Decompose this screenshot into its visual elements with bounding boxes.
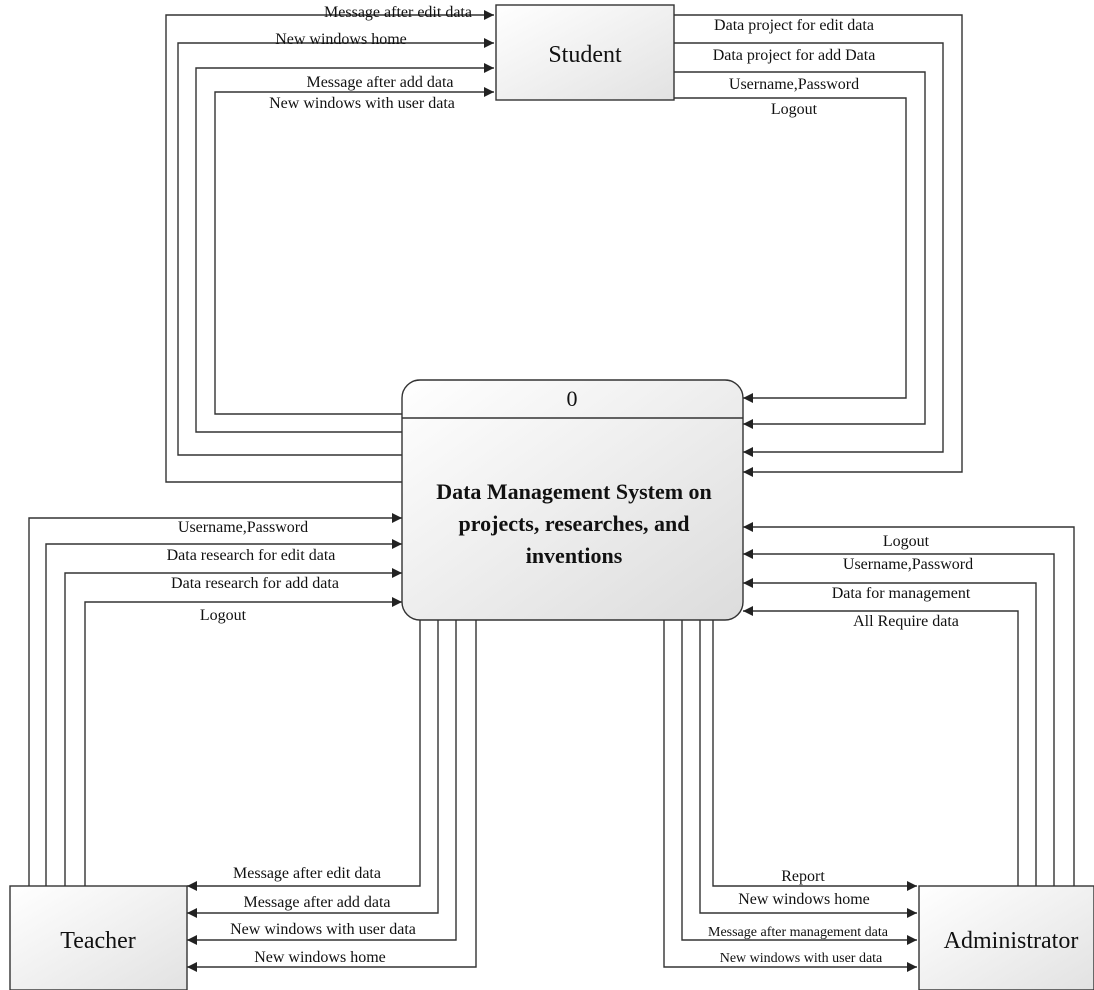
label-teacher-new-home: New windows home xyxy=(254,949,386,966)
teacher-entity: Teacher xyxy=(9,885,188,990)
label-student-logout: Logout xyxy=(771,101,818,118)
process-id: 0 xyxy=(567,386,578,411)
flow-student-msg-add xyxy=(195,63,494,433)
label-teacher-add-data: Data research for add data xyxy=(171,575,339,592)
flow-student-user-data xyxy=(214,87,494,415)
label-teacher-msg-add: Message after add data xyxy=(243,894,390,911)
admin-outgoing-flows xyxy=(743,522,1075,886)
label-teacher-user-data: New windows with user data xyxy=(230,921,416,938)
flow-admin-logout xyxy=(743,522,1075,886)
label-student-user-data: New windows with user data xyxy=(269,95,455,112)
label-student-msg-add: Message after add data xyxy=(306,74,453,91)
label-student-new-home: New windows home xyxy=(275,31,407,48)
flow-admin-username xyxy=(743,549,1055,886)
flow-teacher-msg-add xyxy=(187,620,439,918)
process-title-line-2: projects, researches, and xyxy=(459,511,690,536)
process-0: 0 Data Management System on projects, re… xyxy=(401,379,744,621)
student-flow-labels: Message after edit data New windows home… xyxy=(269,4,875,118)
teacher-incoming-flows xyxy=(187,620,477,972)
label-teacher-logout: Logout xyxy=(200,607,247,624)
administrator-entity: Administrator xyxy=(918,885,1094,990)
teacher-flow-labels: Username,Password Data research for edit… xyxy=(167,519,416,966)
label-admin-report: Report xyxy=(781,868,825,885)
teacher-outgoing-flows xyxy=(28,513,402,886)
flow-teacher-edit-data xyxy=(45,539,402,886)
label-student-edit-data: Data project for edit data xyxy=(714,17,874,34)
label-admin-logout: Logout xyxy=(883,533,930,550)
flow-admin-user-data xyxy=(663,620,917,972)
flow-teacher-new-home xyxy=(187,620,477,972)
label-student-username: Username,Password xyxy=(729,76,859,93)
flow-teacher-user-data xyxy=(187,620,457,945)
flow-teacher-msg-edit xyxy=(187,620,421,891)
label-admin-msg-mgmt: Message after management data xyxy=(708,925,889,940)
flow-teacher-logout xyxy=(84,597,402,886)
process-title-line-1: Data Management System on xyxy=(436,479,712,504)
label-admin-management: Data for management xyxy=(832,585,971,602)
flow-student-edit-data xyxy=(674,14,963,477)
label-admin-new-home: New windows home xyxy=(738,891,870,908)
flow-admin-report xyxy=(712,620,917,891)
student-label: Student xyxy=(548,42,622,68)
label-admin-require: All Require data xyxy=(853,613,959,630)
label-admin-username: Username,Password xyxy=(843,556,973,573)
flow-teacher-username xyxy=(28,513,402,886)
flow-student-logout xyxy=(674,97,907,403)
student-incoming-flows xyxy=(165,10,494,483)
flow-admin-require xyxy=(743,606,1019,886)
flow-admin-management xyxy=(743,578,1037,886)
student-outgoing-flows xyxy=(674,14,963,477)
admin-flow-labels: Logout Username,Password Data for manage… xyxy=(708,533,973,966)
student-entity: Student xyxy=(495,4,675,101)
teacher-label: Teacher xyxy=(60,928,136,954)
label-student-add-data: Data project for add Data xyxy=(713,47,876,64)
process-title-line-3: inventions xyxy=(526,543,623,568)
flow-student-msg-edit xyxy=(165,10,494,483)
administrator-label: Administrator xyxy=(944,928,1079,954)
flow-admin-msg-mgmt xyxy=(681,620,917,945)
flow-student-username xyxy=(674,71,926,429)
label-teacher-username: Username,Password xyxy=(178,519,308,536)
label-student-msg-edit: Message after edit data xyxy=(324,4,472,21)
label-teacher-msg-edit: Message after edit data xyxy=(233,865,381,882)
flow-teacher-add-data xyxy=(64,568,402,886)
flow-student-add-data xyxy=(674,42,944,457)
label-admin-user-data: New windows with user data xyxy=(720,951,883,966)
admin-incoming-flows xyxy=(663,620,917,972)
flow-student-new-home xyxy=(177,38,494,456)
flow-admin-new-home xyxy=(699,620,917,918)
label-teacher-edit-data: Data research for edit data xyxy=(167,547,336,564)
